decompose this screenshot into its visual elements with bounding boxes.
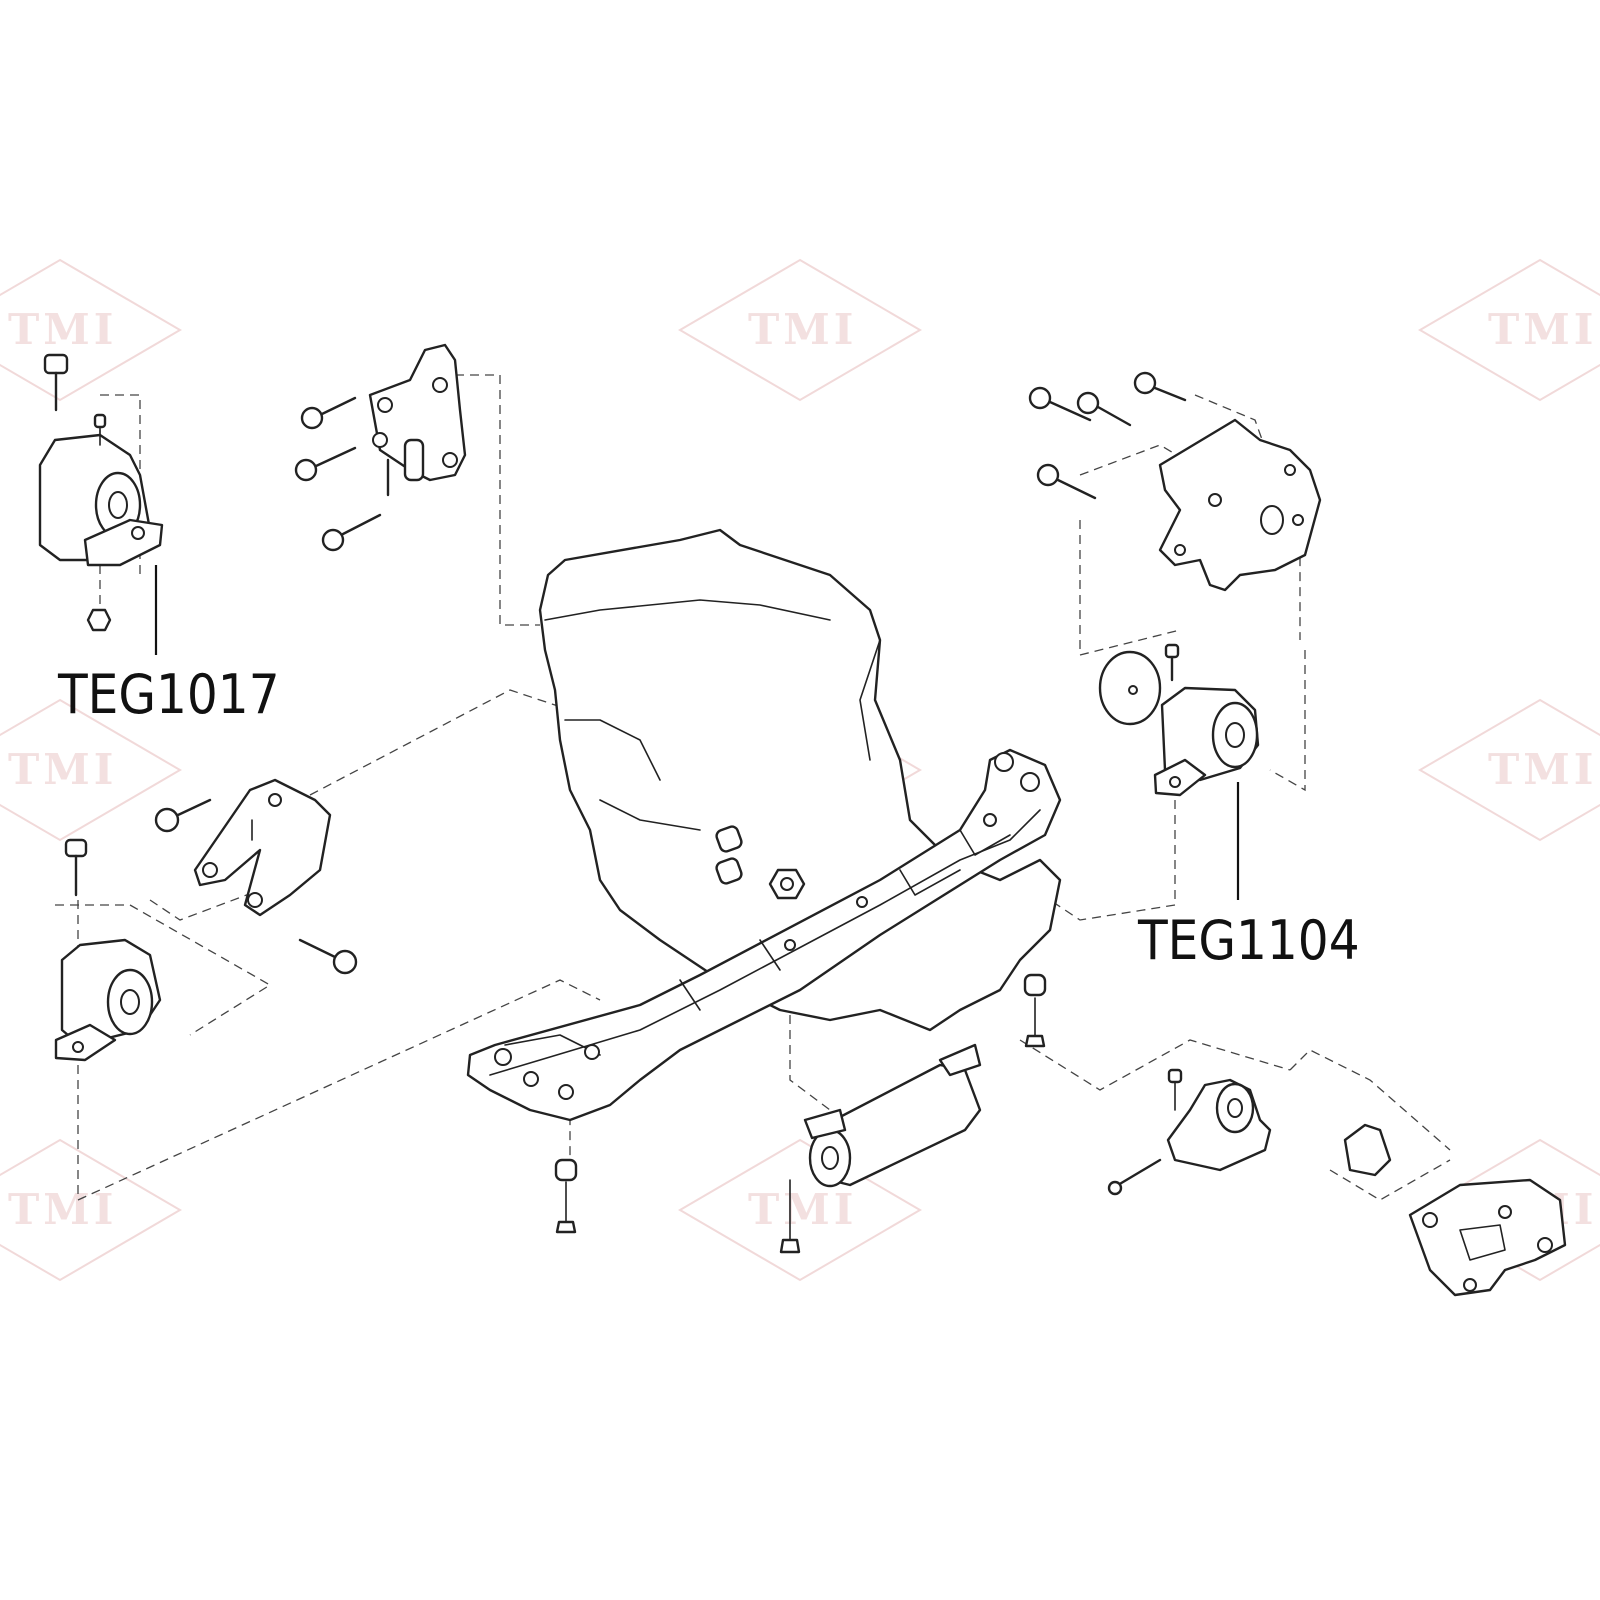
bracket-bolt bbox=[1076, 391, 1132, 427]
crossmember-bolts bbox=[554, 973, 1047, 1234]
teg1104-mount bbox=[1098, 643, 1260, 797]
part-label-teg1017: TEG1017 bbox=[58, 663, 280, 726]
teg1017-mount bbox=[38, 353, 164, 632]
svg-text:TMI: TMI bbox=[1488, 305, 1597, 354]
watermark-diamond: TMI bbox=[678, 258, 922, 402]
svg-text:TMI: TMI bbox=[748, 305, 857, 354]
bracket-bolt bbox=[294, 446, 357, 482]
bracket-bolt bbox=[300, 396, 357, 430]
watermark-diamond: TMI bbox=[1418, 258, 1600, 402]
watermark-diamond: TMI bbox=[0, 698, 182, 842]
svg-text:TMI: TMI bbox=[1488, 745, 1597, 794]
bracket-bolt bbox=[1036, 463, 1097, 500]
watermark-diamond: TMI bbox=[678, 1138, 922, 1282]
svg-text:TMI: TMI bbox=[748, 1185, 857, 1234]
watermark-diamond: TMI bbox=[1418, 698, 1600, 842]
left-middle-bracket bbox=[154, 778, 358, 975]
bracket-bolt bbox=[321, 513, 382, 552]
part-label-teg1104: TEG1104 bbox=[1138, 909, 1360, 972]
bracket-bolt bbox=[298, 938, 358, 975]
svg-text:TMI: TMI bbox=[8, 745, 117, 794]
center-small-parts bbox=[715, 825, 806, 900]
svg-text:TMI: TMI bbox=[8, 1185, 117, 1234]
watermark-diamond: TMI bbox=[0, 1138, 182, 1282]
left-lower-mount bbox=[54, 838, 162, 1062]
bracket-bolt bbox=[154, 798, 212, 833]
right-upper-bracket bbox=[1028, 371, 1322, 592]
watermark-diamond: TMI bbox=[0, 258, 182, 402]
bracket-bolt bbox=[1133, 371, 1187, 402]
upper-left-bracket bbox=[294, 343, 467, 552]
bracket-bolt bbox=[1028, 386, 1092, 422]
rear-cylinder-mount bbox=[779, 1043, 982, 1254]
crossmember bbox=[466, 748, 1062, 1122]
right-lower-mount bbox=[1107, 1068, 1567, 1297]
svg-text:TMI: TMI bbox=[8, 305, 117, 354]
